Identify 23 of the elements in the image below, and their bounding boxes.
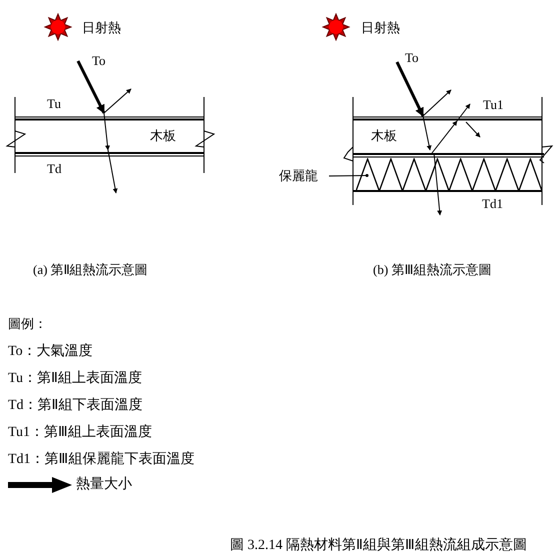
part-label: Tu1 bbox=[483, 97, 504, 113]
part-label: To bbox=[405, 50, 419, 66]
part-label: 保麗龍 bbox=[279, 168, 329, 184]
figure-caption: 圖 3.2.14 隔熱材料第Ⅱ組與第Ⅲ組熱流組成示意圖 bbox=[230, 538, 527, 554]
part-label: 木板 bbox=[150, 128, 176, 144]
legend-entry: Td1：第Ⅲ組保麗龍下表面溫度 bbox=[8, 452, 195, 468]
part-label: To bbox=[92, 53, 106, 69]
part-label: 日射熱 bbox=[82, 20, 121, 36]
legend-entry: Td：第Ⅱ組下表面溫度 bbox=[8, 398, 143, 414]
legend-entry: Tu1：第Ⅲ組上表面溫度 bbox=[8, 425, 152, 441]
leader-line bbox=[328, 174, 368, 177]
legend-label: 熱量大小 bbox=[76, 477, 132, 493]
legend-heading: 圖例： bbox=[8, 316, 47, 332]
legend-entry: Tu：第Ⅱ組上表面溫度 bbox=[8, 371, 142, 387]
part-label: Td bbox=[47, 161, 62, 177]
panel-caption: (b) 第Ⅲ組熱流示意圖 bbox=[373, 262, 492, 278]
part-label: 木板 bbox=[371, 128, 397, 144]
part-label: 日射熱 bbox=[361, 20, 400, 36]
panel-caption: (a) 第Ⅱ組熱流示意圖 bbox=[33, 262, 148, 278]
part-label: Td1 bbox=[482, 196, 503, 212]
part-label: Tu bbox=[47, 96, 61, 112]
foam-layer bbox=[356, 158, 542, 191]
legend-entry: To：大氣溫度 bbox=[8, 344, 93, 360]
